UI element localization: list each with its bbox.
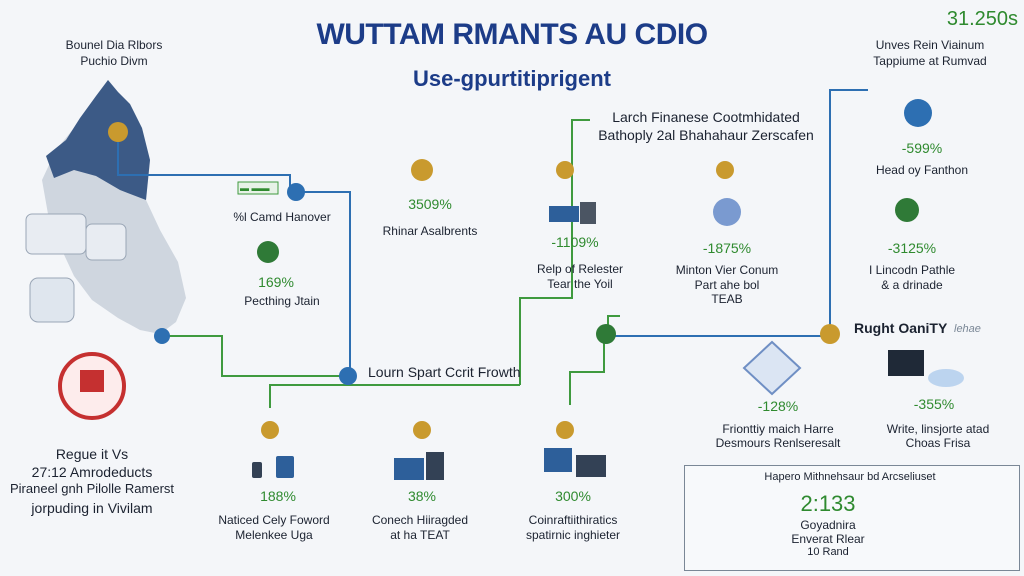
node-label: TEAB [711, 292, 743, 306]
seal-flag [80, 370, 104, 392]
node-dot [904, 99, 932, 127]
device-icon [544, 448, 572, 472]
node-label: I Lincodn Pathle [868, 263, 956, 277]
node-dot [716, 161, 734, 179]
device-icon [252, 462, 262, 478]
node-dot [556, 161, 574, 179]
node-percent: -128% [757, 398, 799, 414]
node-dot [154, 328, 170, 344]
summary-title: Hapero Mithnehsaur bd Arcseliuset [764, 471, 936, 483]
node-dot [820, 324, 840, 344]
node-dot [413, 421, 431, 439]
summary-box [684, 465, 1020, 571]
node-percent: 3509% [408, 196, 452, 212]
node-percent: 300% [555, 488, 591, 504]
node-percent: 169% [258, 274, 294, 290]
node-label: Melenkee Uga [235, 528, 313, 542]
node-percent: 38% [407, 488, 437, 504]
device-icon [276, 456, 294, 478]
node-dot [596, 324, 616, 344]
node-label: Naticed Cely Foword [218, 513, 330, 527]
node-dot [257, 241, 279, 263]
line-branch-3 [569, 336, 605, 405]
line-branch-2 [519, 119, 590, 385]
top-stat: 31.250s [946, 8, 1018, 30]
node-label: at ha TEAT [390, 528, 450, 542]
right-tag: lehae [954, 323, 981, 335]
cloud-icon [928, 369, 964, 387]
device-icon [426, 452, 444, 480]
node-label: %l Camd Hanover [233, 210, 331, 224]
summary-line1: Goyadnira [800, 518, 856, 532]
node-label: Desmours Renlseresalt [715, 436, 841, 450]
line-branch [269, 384, 520, 408]
node-dot [261, 421, 279, 439]
node-label: Head oy Fanthon [875, 163, 969, 177]
node-percent: -1109% [551, 234, 599, 250]
node-percent: -355% [913, 396, 955, 412]
node-dot [895, 198, 919, 222]
line-right-top [829, 89, 868, 332]
map-doc-3 [29, 277, 75, 323]
node-label: Tear the Yoil [547, 277, 613, 291]
page-subtitle: Use-gpurtitiprigent [413, 66, 611, 91]
node-label: spatirnic inghieter [525, 528, 621, 542]
badge-bg [237, 181, 279, 195]
top-right-line1: Unves Rein Viainum [875, 38, 985, 52]
device-icon [549, 206, 579, 222]
node-percent: 188% [260, 488, 296, 504]
node-label: Rhinar Asalbrents [382, 224, 478, 238]
device-icon [576, 455, 606, 477]
left-bottom-line3: Piraneel gnh Pilolle Ramerst [9, 481, 175, 496]
node-label: Pecthing Jtain [244, 294, 320, 308]
node-percent: -599% [901, 140, 943, 156]
left-bottom-line1: Regue it Vs [55, 446, 129, 462]
node-percent: -3125% [887, 240, 937, 256]
node-dot [556, 421, 574, 439]
node-label: Frionttiy maich Harre [722, 422, 834, 436]
node-dot [287, 183, 305, 201]
map-doc-2 [85, 223, 127, 261]
node-dot [339, 367, 357, 385]
node-dot [411, 159, 433, 181]
device-icon [580, 202, 596, 224]
small-badge: ▬ ▬▬ [240, 183, 270, 193]
branch-label: Lourn Spart Ccrit Frowth [368, 364, 521, 380]
map-doc-1 [25, 213, 87, 255]
page-title: WUTTAM RMANTS AU CDIO [316, 18, 708, 51]
diamond-icon [742, 340, 802, 396]
top-right-line2: Tappiume at Rumvad [873, 54, 987, 68]
node-label: & a drinade [881, 278, 943, 292]
node-dot [713, 198, 741, 226]
left-bottom-line2: 27:12 Amrodeducts [31, 464, 153, 480]
node-label: Part ahe bol [694, 278, 760, 292]
node-dot [108, 122, 128, 142]
top-left-line2: Puchio Divm [80, 54, 148, 68]
node-percent: -1875% [702, 240, 752, 256]
node-label: Minton Vier Conum [675, 263, 779, 277]
node-label: Relp of Relester [536, 262, 624, 276]
right-label: Rught OaniTY [854, 320, 948, 336]
device-icon [394, 458, 424, 480]
summary-line3: 10 Rand [807, 546, 849, 558]
node-label: Write, linsjorte atad [886, 422, 990, 436]
device-icon [888, 350, 924, 376]
node-label: Choas Frisa [905, 436, 971, 450]
line-left-mid [164, 335, 348, 377]
mid-top-line2: Bathoply 2al Bhahahaur Zerscafen [598, 127, 814, 143]
top-left-line1: Bounel Dia Rlbors [65, 38, 163, 52]
map-highlight [46, 80, 150, 200]
summary-line2: Enverat Rlear [791, 532, 865, 546]
line-top-left [117, 130, 291, 195]
line-left-down [296, 191, 351, 370]
summary-value: 2:133 [800, 491, 856, 516]
node-label: Conech Hiiragded [371, 513, 469, 527]
node-label: Coinraftiithiratics [528, 513, 618, 527]
mid-top-line1: Larch Finanese Cootmhidated [612, 109, 800, 125]
left-bottom-line4: jorpuding in Vivilam [31, 500, 153, 516]
